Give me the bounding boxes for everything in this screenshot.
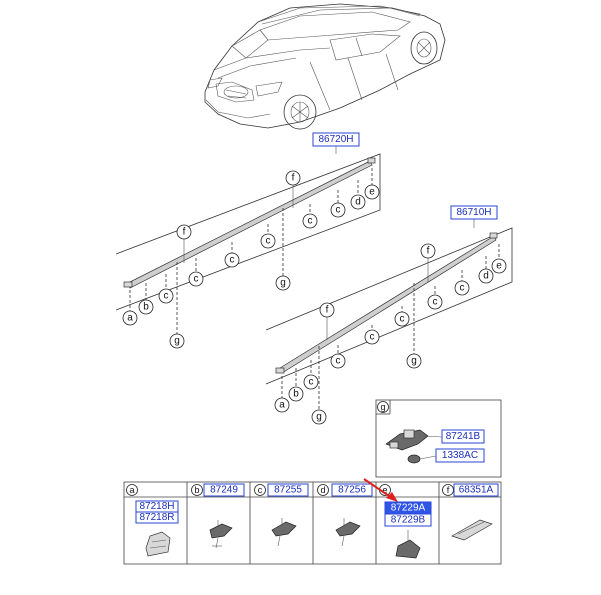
svg-text:87218H: 87218H (139, 501, 174, 512)
cover-e-part (395, 539, 421, 559)
vehicle-illustration (204, 3, 446, 130)
svg-text:c: c (370, 332, 375, 343)
svg-text:a: a (279, 400, 285, 411)
svg-text:f: f (447, 485, 450, 495)
svg-text:c: c (230, 255, 235, 266)
nut-part (407, 454, 421, 464)
svg-text:g: g (174, 336, 180, 347)
svg-text:d: d (320, 485, 325, 495)
lower-frame (265, 227, 513, 385)
table-cell-a: 87218H 87218R (135, 500, 179, 557)
svg-text:c: c (336, 356, 341, 367)
lower-rail (279, 235, 497, 374)
clip-b-part (209, 523, 233, 539)
svg-text:87241B: 87241B (446, 431, 481, 442)
svg-text:d: d (355, 197, 361, 208)
svg-text:c: c (309, 377, 314, 388)
upper-callouts: a b c c c c c c d e f f g g (122, 170, 380, 349)
part-number-86710h-label: 86710H (456, 207, 491, 218)
svg-text:c: c (460, 283, 465, 294)
part-number-87256[interactable] (331, 483, 373, 497)
svg-text:87249: 87249 (210, 485, 238, 496)
svg-text:f: f (183, 227, 186, 238)
svg-text:e: e (496, 261, 502, 272)
table-cell-c: 87255 (267, 483, 309, 547)
svg-text:68351A: 68351A (459, 485, 494, 496)
part-number-1338ac[interactable] (435, 448, 485, 463)
pad-f-part (451, 519, 493, 541)
table-keys: a b c d e f (126, 484, 454, 496)
part-number-68351a[interactable] (453, 483, 499, 497)
svg-text:87229A: 87229A (391, 503, 426, 514)
svg-text:87256: 87256 (338, 485, 366, 496)
table-cell-e: 87229A 87229B (384, 501, 432, 559)
part-number-87249[interactable] (203, 483, 245, 497)
upper-rail (127, 160, 373, 289)
part-number-87218r[interactable] (135, 511, 179, 524)
end-cap-part (145, 531, 171, 557)
lower-callouts: a b c c c c c c d e f f g g (274, 243, 507, 425)
parts-table (123, 481, 502, 565)
svg-text:d: d (483, 271, 489, 282)
table-cell-f: 68351A (451, 483, 499, 541)
upper-rail-assembly: 86720H (115, 132, 381, 334)
svg-text:g: g (411, 356, 417, 367)
svg-text:87218R: 87218R (139, 512, 174, 523)
svg-text:c: c (433, 297, 438, 308)
svg-text:f: f (427, 246, 430, 257)
part-number-87255[interactable] (267, 483, 309, 497)
svg-text:a: a (129, 485, 134, 495)
svg-text:b: b (194, 485, 199, 495)
svg-text:e: e (369, 187, 375, 198)
svg-text:c: c (336, 205, 341, 216)
svg-text:87255: 87255 (274, 485, 302, 496)
table-cell-d: 87256 (331, 483, 373, 547)
svg-text:87229B: 87229B (391, 515, 426, 526)
svg-text:b: b (293, 389, 299, 400)
part-number-87229b[interactable] (384, 513, 432, 527)
svg-text:f: f (292, 173, 295, 184)
svg-text:c: c (400, 314, 405, 325)
svg-text:c: c (194, 274, 199, 285)
svg-text:a: a (127, 313, 133, 324)
svg-text:g: g (380, 402, 385, 412)
svg-text:c: c (258, 485, 263, 495)
svg-text:f: f (326, 305, 329, 316)
svg-text:1338AC: 1338AC (442, 450, 478, 461)
clip-c-part (271, 521, 297, 537)
svg-text:e: e (382, 485, 387, 495)
svg-text:c: c (308, 216, 313, 227)
svg-text:c: c (266, 236, 271, 247)
part-number-87241b[interactable] (441, 429, 485, 444)
detail-g-box: g 87241B 1338AC (375, 399, 502, 478)
table-cell-b: 87249 (203, 483, 245, 549)
lower-rail-assembly: 86710H (265, 205, 513, 410)
part-number-86720h-label: 86720H (318, 134, 353, 145)
svg-text:b: b (143, 302, 149, 313)
clip-d-part (335, 521, 361, 537)
highlight-arrow (363, 478, 398, 502)
svg-text:g: g (280, 278, 286, 289)
svg-text:g: g (316, 412, 322, 423)
upper-frame (115, 153, 381, 311)
svg-text:c: c (164, 291, 169, 302)
